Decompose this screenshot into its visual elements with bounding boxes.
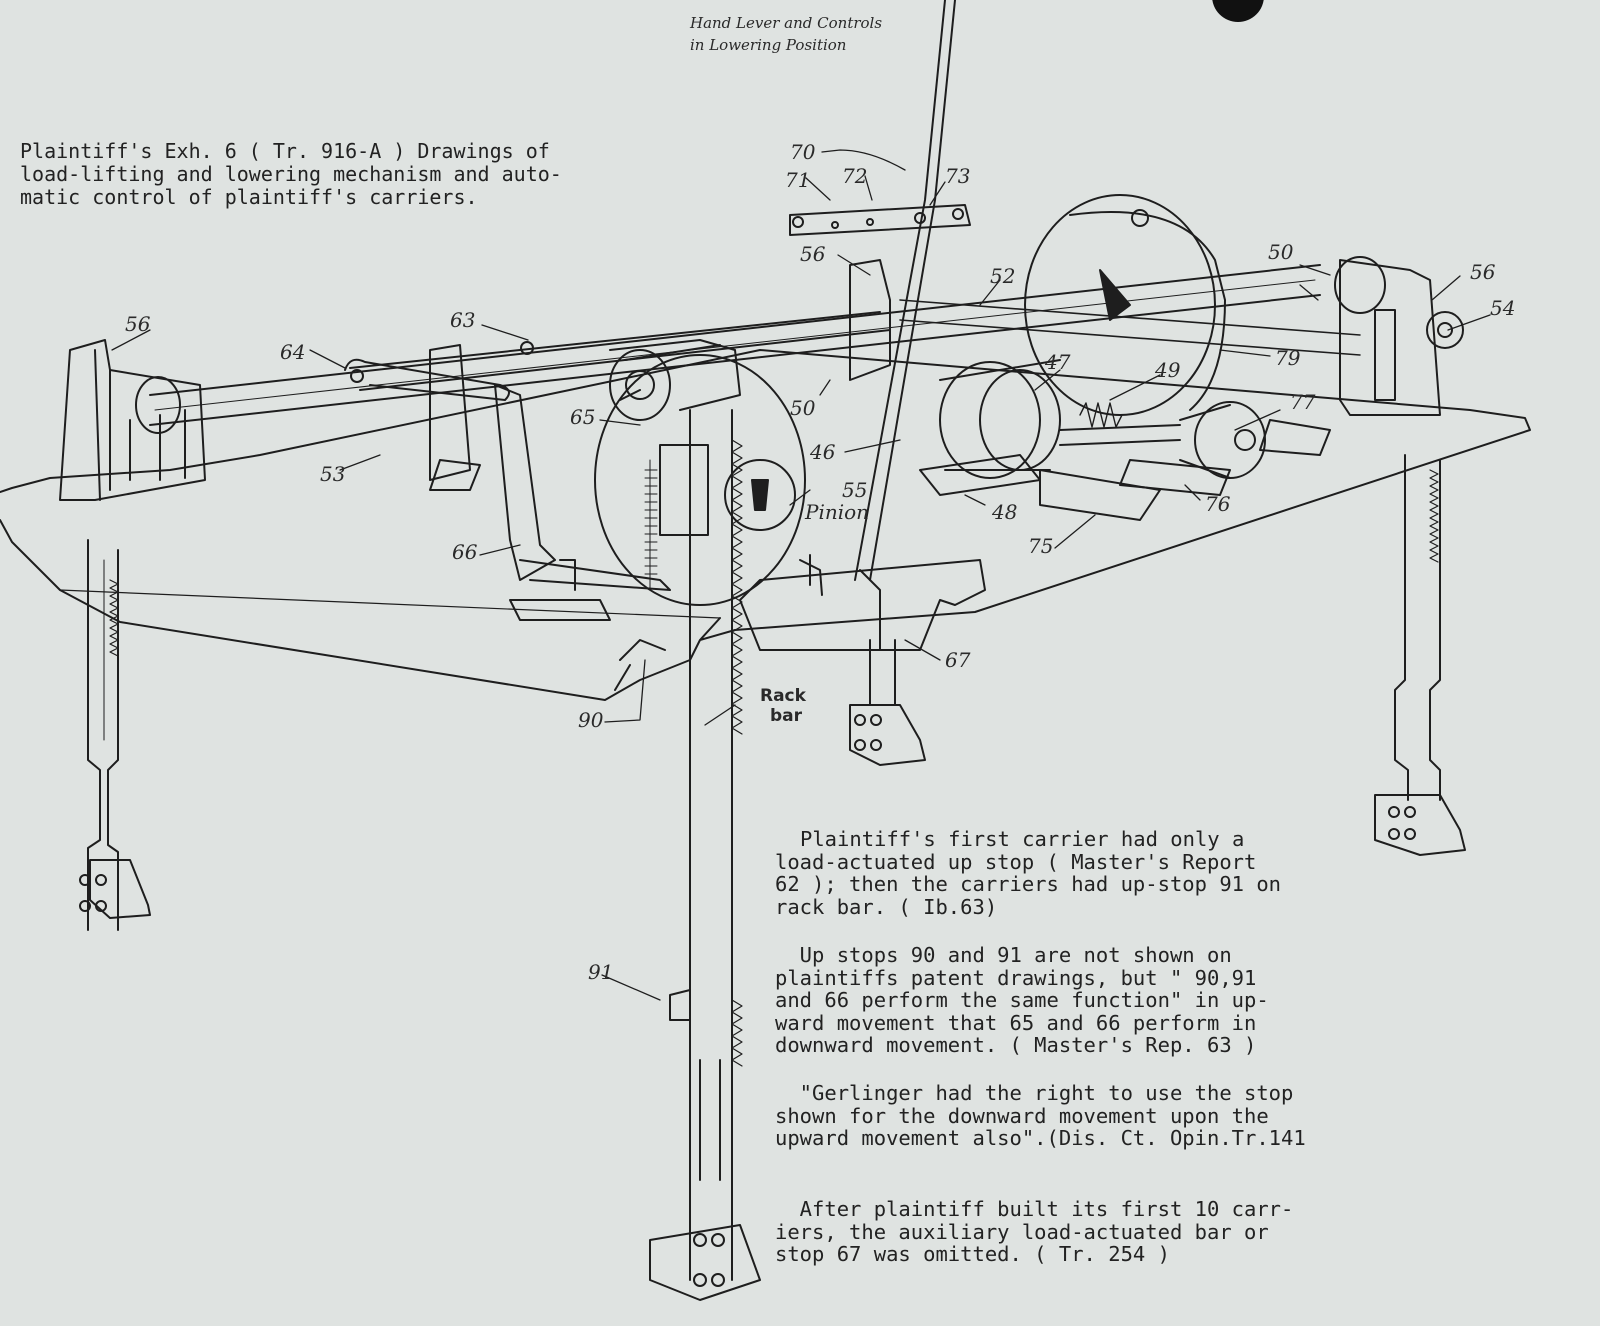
rear-shaft: [899, 299, 1361, 356]
callout-52: 52: [990, 264, 1016, 288]
note-line: and 66 perform the same function" in up-: [775, 988, 1269, 1012]
callout-65: 65: [570, 405, 596, 429]
note-line: After plaintiff built its first 10 carr-: [775, 1197, 1294, 1221]
callout-67: 67: [945, 648, 971, 672]
hand-lever-note-line2: in Lowering Position: [690, 36, 847, 54]
main-shaft: [149, 264, 1321, 426]
load-bar-67: [614, 554, 986, 691]
gear-box: [939, 359, 1181, 479]
middle-leg: [849, 639, 926, 766]
large-pulley: [1024, 194, 1226, 416]
callout-79: 79: [1275, 346, 1301, 370]
callout-49: 49: [1155, 358, 1181, 382]
note-line: 62 ); then the carriers had up-stop 91 o…: [775, 872, 1282, 896]
callout-91: 91: [588, 960, 614, 984]
callout-72: 72: [842, 164, 868, 188]
note-line: shown for the downward movement upon the: [775, 1103, 1269, 1128]
note-line: stop 67 was omitted. ( Tr. 254 ): [775, 1242, 1170, 1266]
bearing-block-right: [1334, 256, 1464, 416]
note-paragraph-4: After plaintiff built its first 10 carr-…: [775, 1198, 1293, 1266]
note-line: Up stops 90 and 91 are not shown on: [775, 943, 1232, 967]
callout-77: 77: [1290, 390, 1316, 414]
callout-56-left: 56: [125, 312, 151, 336]
note-paragraph-3: "Gerlinger had the right to use the stop…: [775, 1082, 1306, 1150]
hand-lever: [789, 0, 971, 581]
callout-70: 70: [790, 140, 816, 164]
clutch-77: [1179, 401, 1331, 479]
front-rack-bar: [649, 409, 761, 1301]
caption-line: load-lifting and lowering mechanism and …: [20, 162, 562, 186]
note-line: plaintiffs patent drawings, but " 90,91: [775, 965, 1257, 990]
callout-47: 47: [1045, 350, 1071, 374]
callout-rack: Rack: [760, 686, 806, 706]
callout-48: 48: [992, 500, 1018, 524]
callout-54: 54: [1490, 296, 1516, 320]
right-leg: [1374, 454, 1466, 856]
callout-bar: bar: [770, 706, 803, 726]
callout-50-front: 50: [790, 396, 816, 420]
callout-75: 75: [1028, 534, 1054, 558]
callout-56-rear: 56: [800, 242, 826, 266]
callout-50-right: 50: [1268, 240, 1294, 264]
bearing-block-rear: [429, 259, 891, 491]
base-plates: [919, 454, 1231, 521]
callout-71: 71: [785, 168, 811, 192]
note-line: iers, the auxiliary load-actuated bar or: [775, 1219, 1269, 1244]
callout-64: 64: [280, 340, 306, 364]
front-pulley: [594, 344, 806, 606]
note-line: "Gerlinger had the right to use the stop: [775, 1081, 1294, 1105]
note-line: upward movement also".(Dis. Ct. Opin.Tr.…: [775, 1126, 1306, 1150]
callout-73: 73: [945, 164, 971, 188]
caption-line: matic control of plaintiff's carriers.: [20, 185, 478, 209]
callout-53: 53: [320, 462, 346, 486]
bearing-block-left: [59, 339, 206, 501]
caption-line: Plaintiff's Exh. 6 ( Tr. 916-A ) Drawing…: [20, 139, 550, 163]
punch-hole: [1212, 0, 1264, 22]
callout-56-right: 56: [1470, 260, 1496, 284]
exhibit-caption: Plaintiff's Exh. 6 ( Tr. 916-A ) Drawing…: [20, 140, 562, 209]
hand-lever-note-line1: Hand Lever and Controls: [690, 14, 883, 32]
callout-76: 76: [1205, 492, 1231, 516]
callout-pinion: Pinion: [805, 500, 870, 524]
note-line: rack bar. ( Ib.63): [775, 894, 998, 919]
note-line: ward movement that 65 and 66 perform in: [775, 1010, 1257, 1035]
leader-lines: [111, 149, 1491, 1001]
note-line: downward movement. ( Master's Rep. 63 ): [775, 1033, 1257, 1057]
left-leg: [79, 539, 151, 931]
callout-46: 46: [810, 440, 836, 464]
callout-66: 66: [452, 540, 478, 564]
control-rods: [344, 311, 891, 621]
callout-63: 63: [450, 308, 476, 332]
note-line: Plaintiff's first carrier had only a: [800, 827, 1245, 851]
note-line: load-actuated up stop ( Master's Report: [775, 849, 1257, 874]
callout-55: 55: [842, 478, 868, 502]
callout-90: 90: [578, 708, 604, 732]
